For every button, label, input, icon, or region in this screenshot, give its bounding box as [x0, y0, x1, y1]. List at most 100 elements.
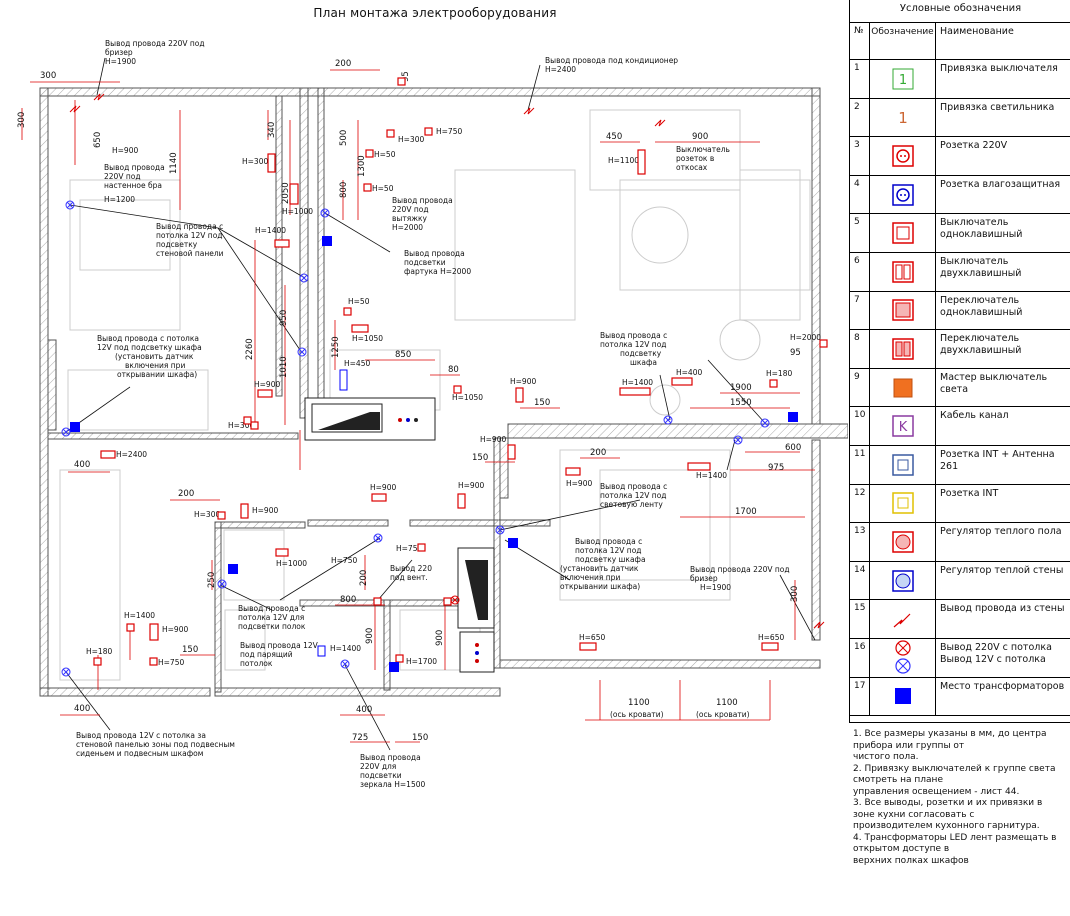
dim-850: 850 [395, 350, 411, 360]
h-1200: H=1200 [104, 195, 135, 204]
furniture [59, 109, 811, 681]
legend-row-name: Регулятор теплого пола [940, 526, 1062, 538]
legend-row-number: 16 [850, 638, 870, 677]
h-750-b: H=750 [331, 556, 357, 565]
note-breather-right: Вывод провода 220V под бризер H=1900 [690, 565, 792, 592]
legend-row-number: 17 [850, 677, 870, 716]
annotations: Вывод провода 220V под бризер H=1900 Выв… [76, 39, 792, 789]
h-750-a: H=750 [436, 127, 462, 136]
plan-title: План монтажа электрооборудования [313, 6, 557, 20]
dim-300-right: 300 [790, 586, 800, 602]
note-line: 4. Трансформаторы LED лент размещать в о… [853, 832, 1057, 855]
socket-int-antenna-icon [870, 445, 936, 484]
h-300-d: H=300 [194, 510, 220, 519]
note-line: 3. Все выводы, розетки и их привязки в з… [853, 798, 1043, 820]
dim-725: 725 [352, 733, 368, 743]
socket-int-icon [870, 484, 936, 523]
note-wall-sconce: Вывод провода 220V под настенное бра [104, 163, 167, 190]
outlet-symbols [93, 77, 828, 666]
legend-row-number: 9 [850, 368, 870, 407]
h-1050-b: H=1050 [452, 393, 483, 402]
wall-heating-regulator-icon [870, 561, 936, 600]
legend-col-no: № [850, 23, 870, 59]
legend-row-name: Место трансформаторов [940, 680, 1065, 692]
h-900-e: H=900 [252, 506, 278, 515]
dim-900-top: 900 [692, 132, 708, 142]
note-floating-ceiling: Вывод провода 12V под парящий потолок [240, 641, 320, 668]
ceiling-outlet-icon [870, 638, 936, 677]
dim-600: 600 [785, 443, 801, 453]
h-900-c: H=900 [480, 435, 506, 444]
dim-2050: 2050 [281, 182, 291, 204]
dim-95-top: 95 [401, 71, 411, 82]
note-slope-switch: Выключатель розеток в откосах [676, 145, 732, 172]
legend-row-number: 14 [850, 561, 870, 600]
dim-340: 340 [267, 122, 277, 138]
legend-title: Условные обозначения [850, 0, 1070, 23]
dim-1100-a: 1100 [628, 698, 650, 708]
legend-row-name: Регулятор теплой стены [940, 564, 1064, 576]
dim-400-a: 400 [74, 460, 90, 470]
h-750-d: H=750 [158, 658, 184, 667]
dim-900-c: 900 [435, 630, 445, 646]
dim-1300: 1300 [357, 155, 367, 177]
note-light-strip: Вывод провода с потолка 12V под световую… [600, 482, 670, 509]
legend-row-number: 5 [850, 214, 870, 252]
kitchen-appliances [304, 397, 495, 673]
note-vent: Вывод 220 под вент. [390, 564, 434, 582]
dimension-lines [21, 69, 815, 743]
legend-row-number: 2 [850, 98, 870, 137]
h-900-f: H=900 [370, 483, 396, 492]
note-apron-light: Вывод провода подсветки фартука H=2000 [404, 249, 471, 276]
lamp-binding-icon: 1 [870, 98, 936, 137]
note-conditioner: Вывод провода под кондиционер H=2400 [545, 56, 680, 74]
note-line: чистого пола. [853, 752, 919, 762]
dim-1550: 1550 [730, 398, 752, 408]
dim-500: 500 [339, 130, 349, 146]
h-900-b: H=900 [510, 377, 536, 386]
note-line: 1. Все размеры указаны в мм, до центра п… [853, 729, 1047, 751]
dim-450: 450 [606, 132, 622, 142]
h-300-a: H=300 [242, 157, 268, 166]
dim-200-mid: 200 [590, 448, 606, 458]
svg-text:1: 1 [898, 109, 908, 127]
toggle-double-icon [870, 330, 936, 368]
h-50-a: H=50 [374, 150, 396, 159]
legend-row-name: Переключатель одноклавишный [940, 294, 1023, 318]
note-wall-panel-light: Вывод провода с потолка 12V под подсветк… [156, 222, 226, 258]
dim-1010: 1010 [279, 356, 289, 378]
wall-wire-outlet-icon [870, 600, 936, 638]
legend-row-name: Привязка выключателя [940, 63, 1058, 74]
h-1700: H=1700 [406, 657, 437, 666]
svg-text:K: K [898, 420, 907, 435]
dim-200-c: 200 [359, 570, 369, 586]
legend-row-name: Розетка INT + Антенна 261 [940, 448, 1055, 472]
bed-axis-1: (ось кровати) [610, 710, 664, 719]
h-900-bedroom: H=900 [112, 146, 138, 155]
legend-row-number: 11 [850, 445, 870, 484]
note-line: производителем кухонного гарнитура. [853, 821, 1040, 831]
note-line: верхних полках шкафов [853, 855, 969, 866]
h-900-g: H=900 [458, 481, 484, 490]
note-shelf-light: Вывод провода с потолка 12V для подсветк… [238, 604, 308, 631]
legend-row-number: 12 [850, 484, 870, 523]
legend-row-number: 4 [850, 175, 870, 214]
h-1100: H=1100 [608, 156, 639, 165]
switch-binding-icon: 1 [870, 60, 936, 98]
note-wardrobe-light-left: Вывод провода с потолка 12V под подсветк… [97, 334, 204, 379]
h-1400-e: H=1400 [124, 611, 155, 620]
general-notes: 1. Все размеры указаны в мм, до центра п… [853, 729, 1065, 867]
legend-row-name: Переключатель двухклавишный [940, 333, 1022, 357]
